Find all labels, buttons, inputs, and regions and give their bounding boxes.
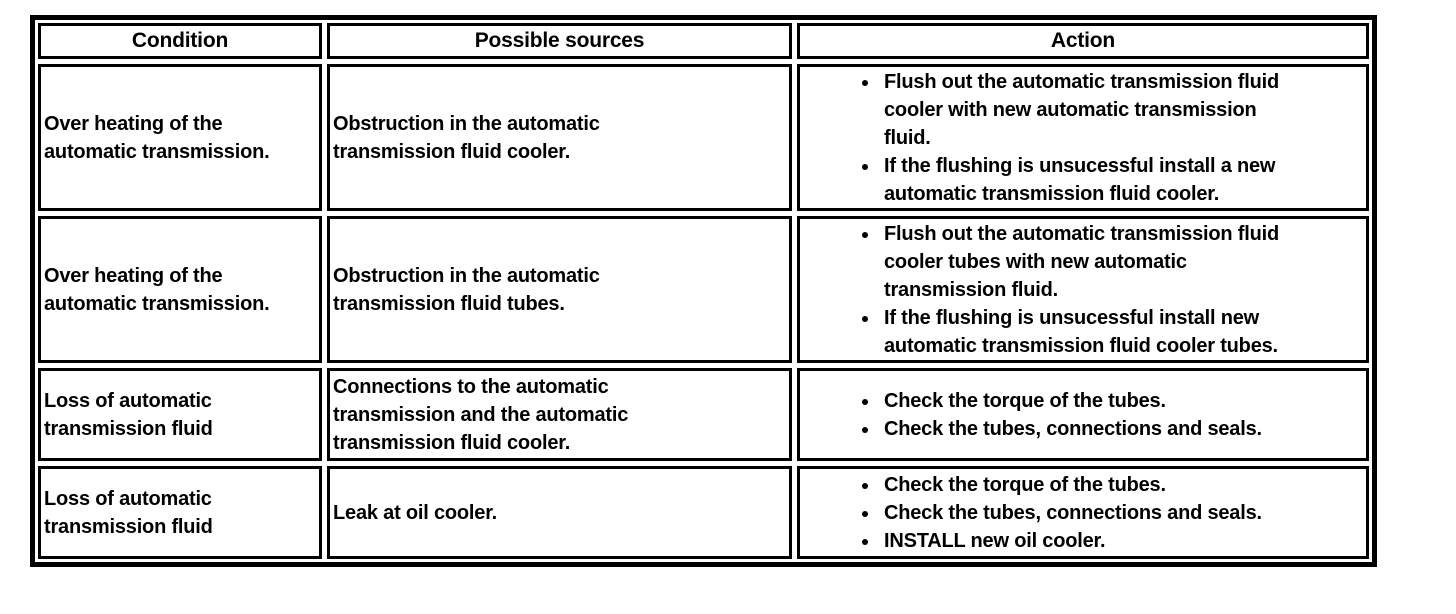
- sources-cell-row-4: Leak at oil cooler.: [327, 466, 792, 559]
- sources-cell-row-3: Connections to the automatic transmissio…: [327, 368, 792, 461]
- header-action: Action: [797, 23, 1369, 59]
- action-item: If the flushing is unsucessful install n…: [880, 304, 1279, 360]
- action-cell-row-3: Check the torque of the tubes.Check the …: [797, 368, 1369, 461]
- condition-cell-row-3: Loss of automatic transmission fluid: [38, 368, 322, 461]
- sources-cell-row-2: Obstruction in the automatic transmissio…: [327, 216, 792, 363]
- action-cell-row-4: Check the torque of the tubes.Check the …: [797, 466, 1369, 559]
- action-item: INSTALL new oil cooler.: [880, 527, 1262, 555]
- diagnosis-table: Condition Possible sources Action Over h…: [30, 15, 1377, 567]
- condition-cell-row-2: Over heating of the automatic transmissi…: [38, 216, 322, 363]
- header-possible-sources: Possible sources: [327, 23, 792, 59]
- header-condition: Condition: [38, 23, 322, 59]
- action-item: Flush out the automatic transmission flu…: [880, 220, 1279, 304]
- action-item: Check the tubes, connections and seals.: [880, 415, 1262, 443]
- action-cell-row-1: Flush out the automatic transmission flu…: [797, 64, 1369, 211]
- action-cell-row-2: Flush out the automatic transmission flu…: [797, 216, 1369, 363]
- action-list-row-1: Flush out the automatic transmission flu…: [800, 68, 1279, 208]
- action-item: Check the torque of the tubes.: [880, 387, 1262, 415]
- condition-cell-row-1: Over heating of the automatic transmissi…: [38, 64, 322, 211]
- action-item: Check the tubes, connections and seals.: [880, 499, 1262, 527]
- condition-cell-row-4: Loss of automatic transmission fluid: [38, 466, 322, 559]
- action-item: If the flushing is unsucessful install a…: [880, 152, 1279, 208]
- diagnosis-table-grid: Condition Possible sources Action Over h…: [38, 23, 1369, 559]
- action-list-row-2: Flush out the automatic transmission flu…: [800, 220, 1279, 360]
- action-item: Flush out the automatic transmission flu…: [880, 68, 1279, 152]
- action-item: Check the torque of the tubes.: [880, 471, 1262, 499]
- action-list-row-4: Check the torque of the tubes.Check the …: [800, 471, 1262, 555]
- sources-cell-row-1: Obstruction in the automatic transmissio…: [327, 64, 792, 211]
- action-list-row-3: Check the torque of the tubes.Check the …: [800, 387, 1262, 443]
